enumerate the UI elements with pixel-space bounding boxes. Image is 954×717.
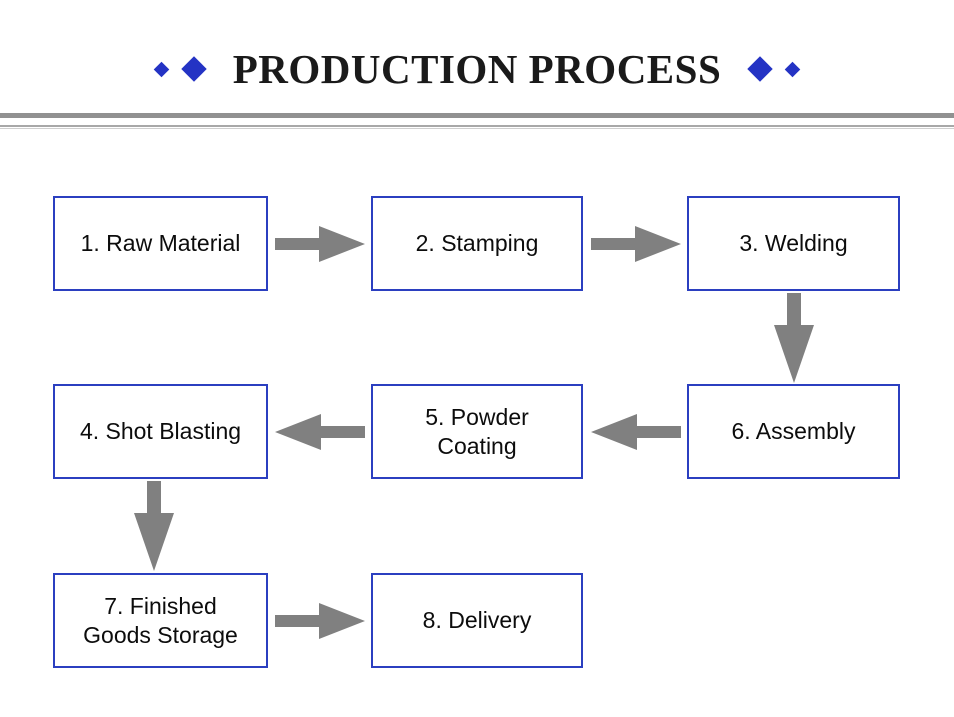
- process-box-label: 2. Stamping: [415, 230, 539, 257]
- small-diamond-icon: [153, 61, 170, 77]
- arrow-step-3-to-step-6: [770, 293, 818, 383]
- process-box-step-3[interactable]: 3. Welding: [687, 196, 900, 291]
- process-box-label: 6. Assembly: [731, 418, 856, 445]
- process-box-step-6[interactable]: 6. Assembly: [687, 384, 900, 479]
- title-divider-gap: [0, 118, 954, 125]
- process-box-step-7[interactable]: 7. Finished Goods Storage: [53, 573, 268, 668]
- process-box-step-2[interactable]: 2. Stamping: [371, 196, 583, 291]
- process-box-step-4[interactable]: 4. Shot Blasting: [53, 384, 268, 479]
- process-box-label: 8. Delivery: [422, 607, 532, 634]
- process-box-label: 5. Powder Coating: [425, 404, 529, 459]
- process-box-step-5[interactable]: 5. Powder Coating: [371, 384, 583, 479]
- page-title: PRODUCTION PROCESS: [232, 46, 722, 92]
- arrow-step-6-to-step-5: [591, 410, 681, 454]
- arrow-step-2-to-step-3: [591, 222, 681, 266]
- arrow-step-5-to-step-4: [275, 410, 365, 454]
- small-diamond-icon: [784, 61, 801, 77]
- title-divider-thick: [0, 113, 954, 118]
- process-box-label: 1. Raw Material: [80, 230, 241, 257]
- process-box-step-8[interactable]: 8. Delivery: [371, 573, 583, 668]
- title-decoration-left: [153, 56, 207, 82]
- arrow-step-7-to-step-8: [275, 599, 365, 643]
- title-divider-hairline: [0, 128, 954, 129]
- large-diamond-icon: [747, 56, 773, 82]
- title-divider-thin: [0, 125, 954, 127]
- process-box-label: 4. Shot Blasting: [79, 418, 242, 445]
- process-box-label: 3. Welding: [739, 230, 848, 257]
- process-box-label: 7. Finished Goods Storage: [83, 593, 238, 648]
- title-decoration-right: [747, 56, 801, 82]
- process-box-step-1[interactable]: 1. Raw Material: [53, 196, 268, 291]
- slide-title-row: PRODUCTION PROCESS: [0, 38, 954, 100]
- arrow-step-4-to-step-7: [130, 481, 178, 571]
- arrow-step-1-to-step-2: [275, 222, 365, 266]
